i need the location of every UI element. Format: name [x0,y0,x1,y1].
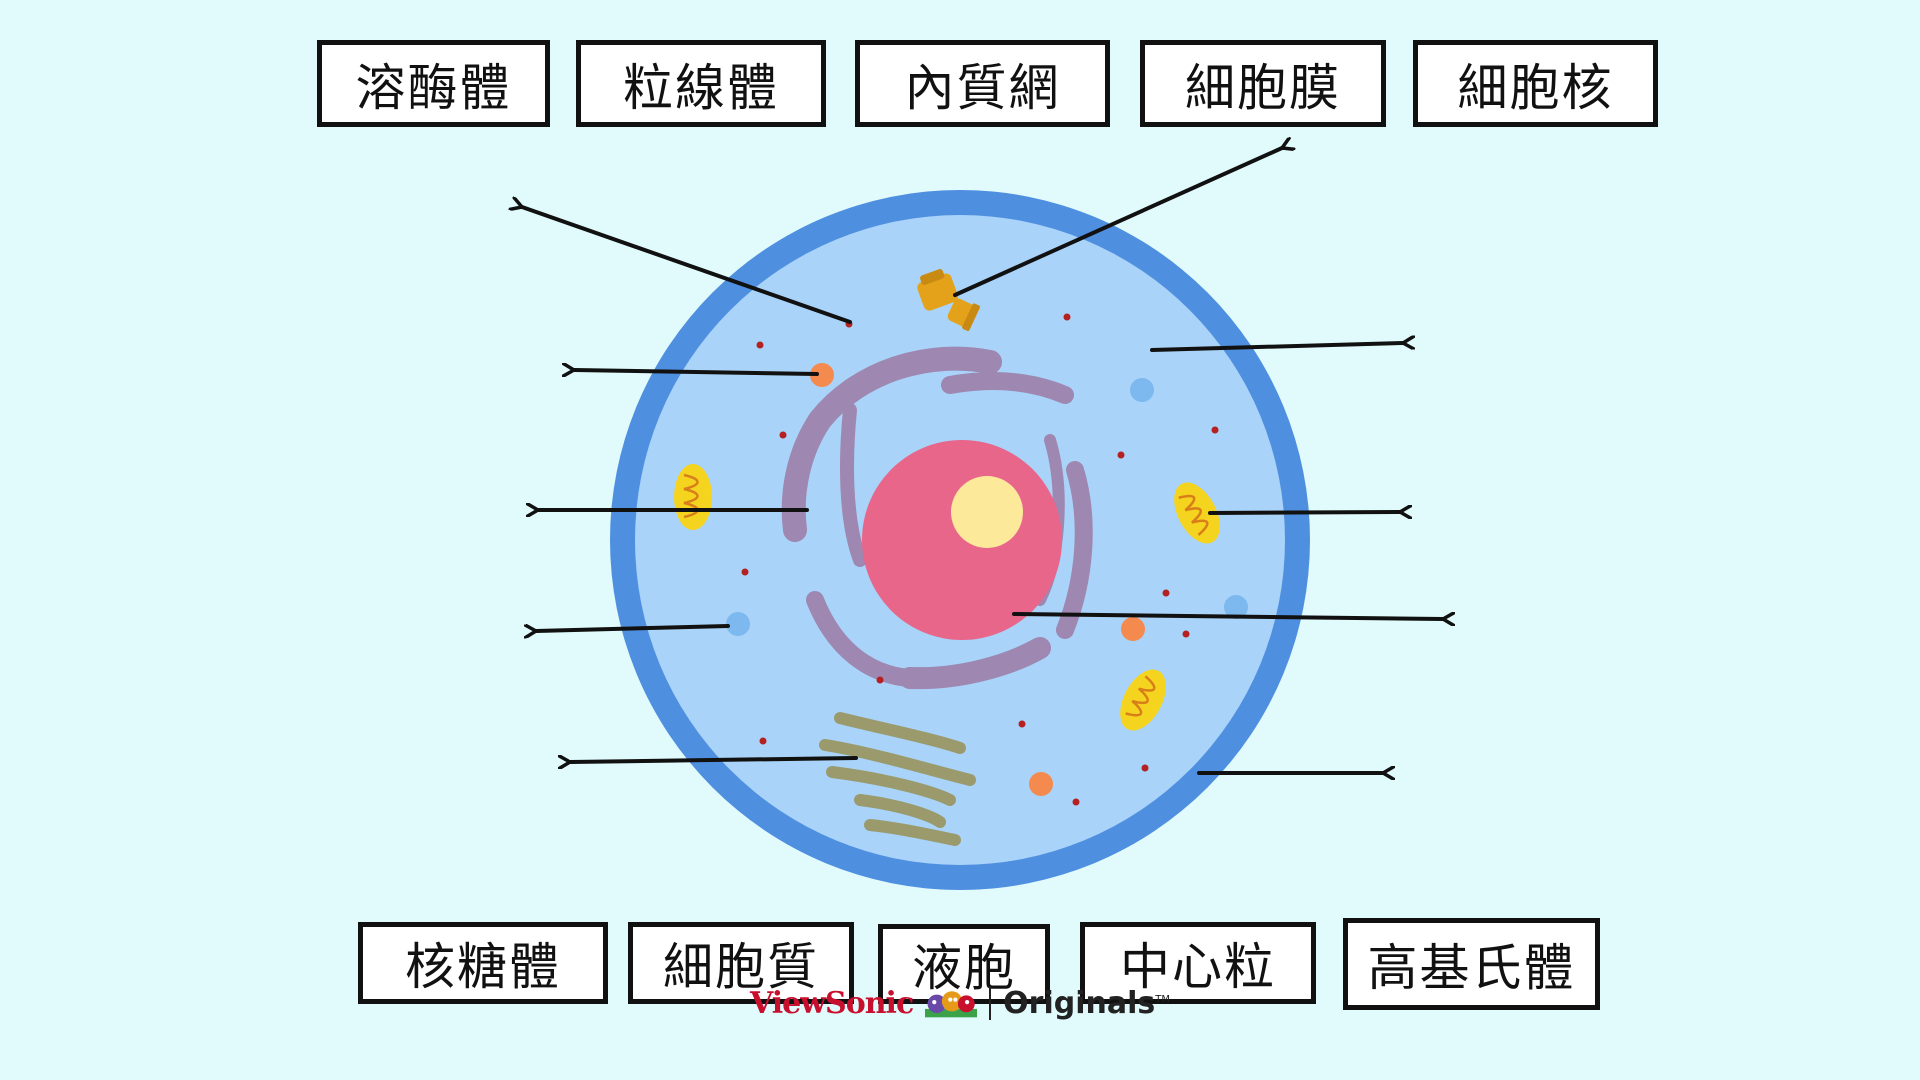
arrow-left-vacuole [536,626,730,631]
vacuole-shape [1224,595,1248,619]
label-text: 內質網 [904,58,1061,117]
label-text: 粒線體 [623,58,779,117]
label-text: 核糖體 [405,938,561,996]
label-box-ribosome: 核糖體 [358,922,608,1004]
arrow-right-vacuole [1150,343,1403,352]
label-box-lysosome: 溶酶體 [317,40,550,127]
arrow-left-golgi [570,758,858,762]
arrow-right-nucleus [1012,614,1443,619]
centriole-shape [917,269,980,331]
golgi-shape [819,712,976,846]
watermark-brand: ViewSonic [750,985,914,1021]
monster-mascot-icon [925,991,978,1018]
label-text: 細胞核 [1457,58,1614,117]
ribosome-shapes [741,313,1219,806]
arrow-centriole [953,148,1282,297]
watermark-separator [989,986,992,1020]
label-text: 高基氏體 [1367,939,1576,997]
watermark: ViewSonic OriginalsTM [750,983,1170,1023]
vacuole-shape [1130,378,1154,402]
nucleolus-shape [951,476,1023,548]
label-box-vacuole: 液胞 [878,924,1050,1004]
label-box-centriole: 中心粒 [1080,922,1316,1004]
mitochondrion-shape [1120,669,1166,731]
label-text: 細胞膜 [1185,58,1341,117]
label-box-cell-membrane: 細胞膜 [1140,40,1386,127]
label-text: 細胞質 [663,938,819,996]
label-box-mitochondria: 粒線體 [576,40,826,127]
label-text: 中心粒 [1120,938,1276,996]
arrow-left-lysosome [574,370,819,374]
watermark-product-text: Originals [1003,985,1156,1021]
nucleus-shape [862,440,1062,640]
label-text: 溶酶體 [355,58,512,117]
arrow-left-top [522,207,852,324]
label-box-cytoplasm: 細胞質 [628,922,854,1004]
label-box-golgi: 高基氏體 [1343,918,1600,1010]
watermark-product: OriginalsTM [1003,986,1170,1021]
mitochondrion-shape [674,464,712,530]
label-box-nucleus: 細胞核 [1413,40,1658,127]
vacuole-shape [726,612,750,636]
pointer-arrows [522,148,1443,773]
lysosome-shape [1029,772,1053,796]
label-text: 液胞 [912,939,1016,997]
lysosome-shape [1121,617,1145,641]
label-box-er: 內質網 [855,40,1110,127]
watermark-trademark: TM [1155,993,1170,1005]
mitochondrion-shape [1174,482,1220,544]
lysosome-shape [810,363,834,387]
arrow-right-mitochondrion [1208,512,1400,513]
